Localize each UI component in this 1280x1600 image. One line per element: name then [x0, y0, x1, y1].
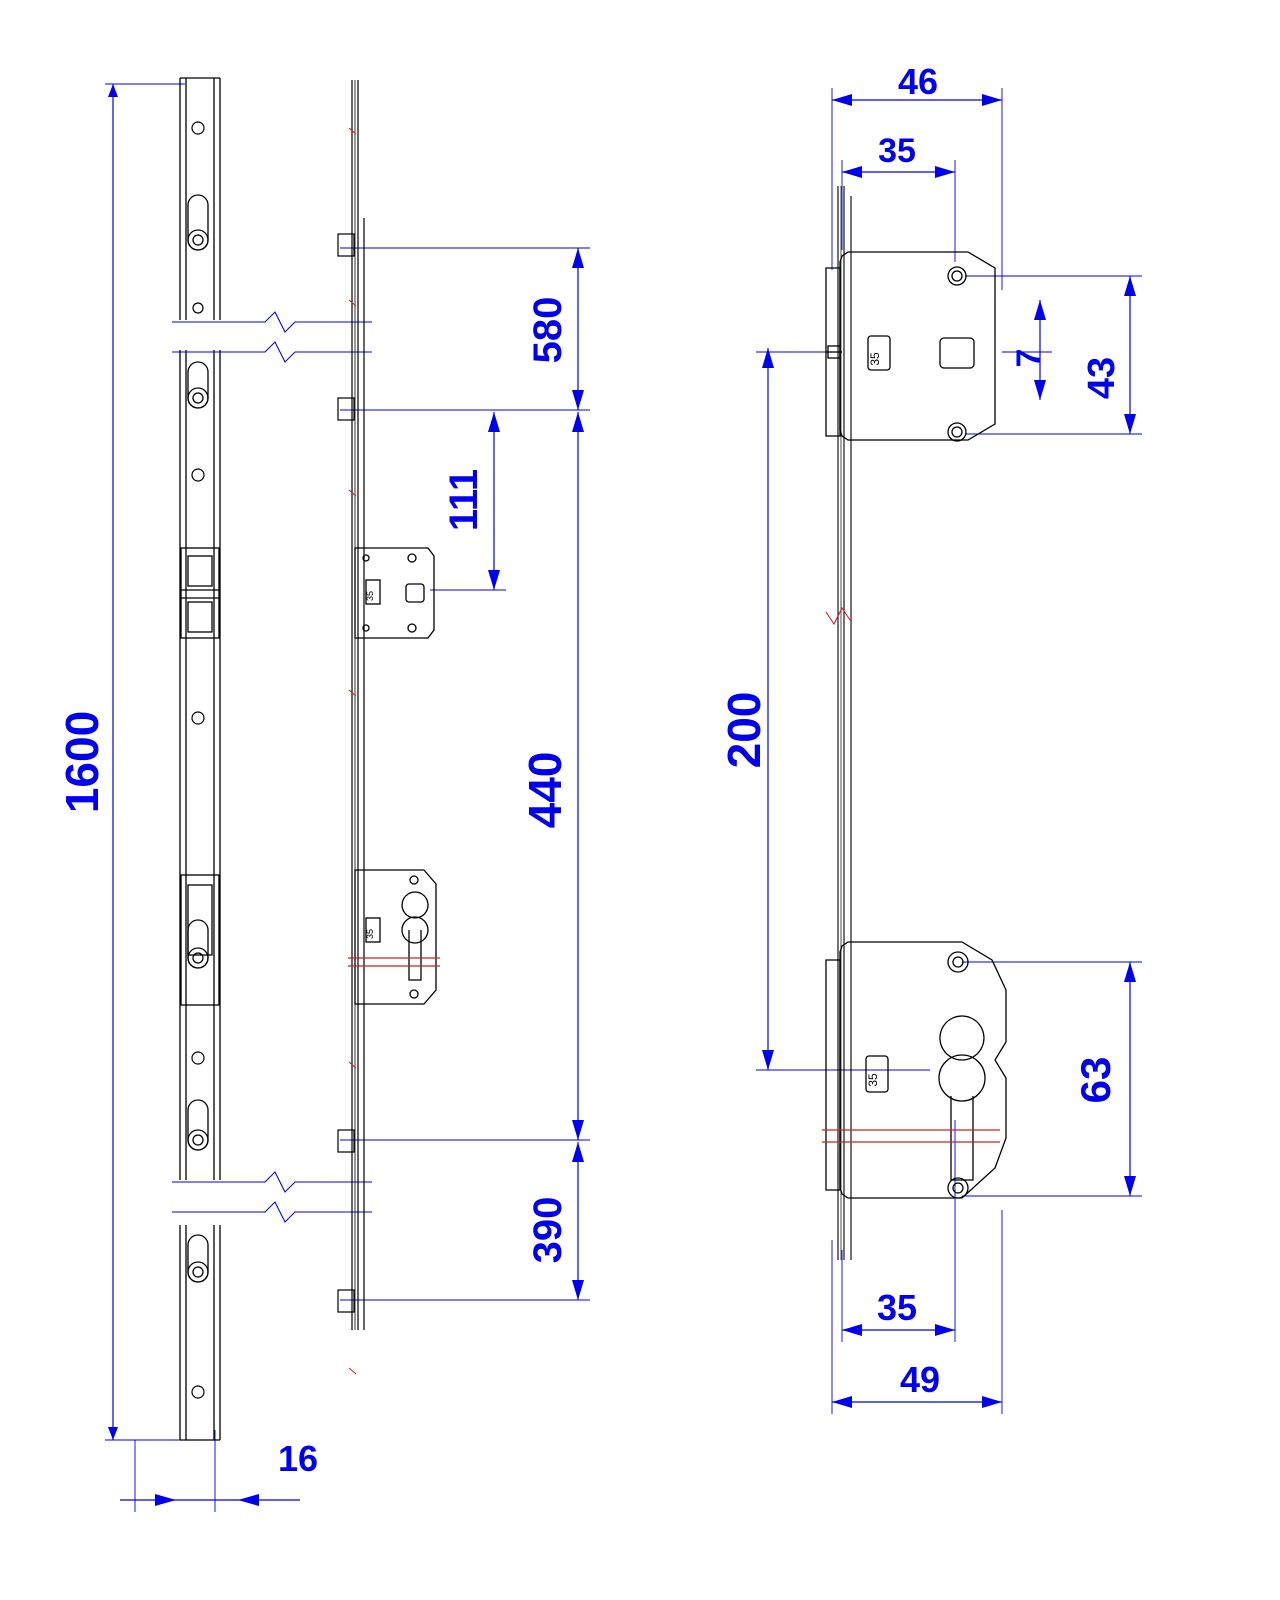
- roller-cam-group: [187, 194, 209, 1283]
- dim-35-top-text: 35: [878, 132, 916, 170]
- faceplate-fixing-holes: [191, 121, 205, 1399]
- part-label-group: 35 35 35 35: [365, 352, 882, 1087]
- dim-1600-text: 1600: [56, 711, 108, 813]
- dimension-lines-group: [105, 83, 1142, 1512]
- dim-200-text: 200: [718, 692, 770, 769]
- faceplate-gearbox-plates: [180, 547, 220, 1006]
- backplate-rail: [351, 80, 365, 1330]
- dim-49-text: 49: [900, 1359, 940, 1400]
- dim-111-text: 111: [442, 469, 486, 531]
- gearbox-label-detail-bottom: 35: [866, 1073, 880, 1087]
- dim-7-text: 7: [1010, 349, 1048, 368]
- dim-440-text: 440: [519, 752, 571, 829]
- rail-tick-marks: [348, 127, 357, 1375]
- detail-top-gearbox: [825, 251, 996, 442]
- detail-top-rail: [837, 186, 852, 1260]
- dim-63-text: 63: [1072, 1057, 1119, 1104]
- dim-43-text: 43: [1081, 357, 1123, 399]
- dim-390-text: 390: [526, 1197, 570, 1264]
- gearbox-label-detail-top: 35: [868, 352, 882, 366]
- dim-46-text: 46: [898, 61, 938, 102]
- front-view-upper-gearbox: [354, 547, 435, 639]
- gearbox-label-front-upper: 35: [365, 591, 375, 601]
- dim-580-text: 580: [526, 297, 570, 364]
- front-view-cylinder-centerline: [348, 957, 440, 967]
- detail-bottom-gearbox: [825, 941, 1007, 1199]
- detail-cylinder-centerline: [822, 1129, 1000, 1143]
- detail-rail-break: [825, 606, 851, 626]
- shoot-bolts: [337, 233, 355, 1313]
- gearbox-label-front-lower: 35: [365, 929, 375, 939]
- break-line-symbols: [172, 311, 372, 1223]
- dim-16-text: 16: [278, 1438, 318, 1479]
- dimension-text-group: 1600 16 580 111 440 390 46 35 7 43 200 6…: [56, 61, 1123, 1479]
- front-view-lower-gearbox: [354, 869, 437, 1005]
- faceplate-strip: [179, 77, 221, 1441]
- dim-35-bottom-text: 35: [877, 1287, 917, 1328]
